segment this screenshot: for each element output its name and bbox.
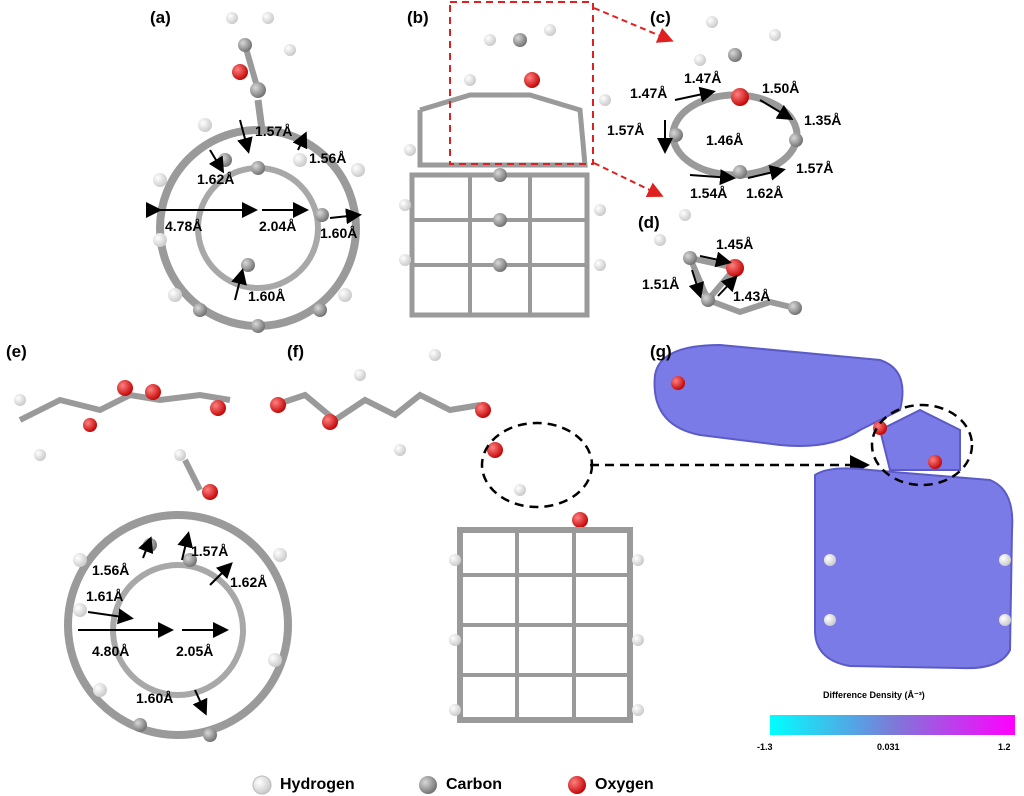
legend-hydrogen-label: Hydrogen <box>280 776 355 793</box>
legend-carbon-label: Carbon <box>446 776 502 793</box>
panel-a-structure <box>146 12 365 333</box>
oxygen-atom <box>202 484 218 500</box>
oxygen-atom <box>572 512 588 528</box>
bond-length-label: 1.47Å <box>684 70 722 86</box>
panel-label-d: (d) <box>638 213 660 232</box>
carbon-legend-icon <box>419 776 437 794</box>
colorbar-title: Difference Density (Å⁻³) <box>823 690 925 700</box>
bond-length-label: 1.57Å <box>607 122 645 138</box>
bond-length-label: 1.62Å <box>746 185 784 201</box>
distance-label: 2.05Å <box>176 643 214 659</box>
bond-length-label: 1.56Å <box>309 150 347 166</box>
bond-length-label: 1.61Å <box>86 588 124 604</box>
panel-c-structure <box>657 16 803 186</box>
distance-label: 4.78Å <box>165 218 203 234</box>
bond-length-label: 1.45Å <box>716 236 754 252</box>
bond-length-label: 1.35Å <box>804 112 842 128</box>
bond-length-label: 1.60Å <box>136 690 174 706</box>
bond-length-label: 1.57Å <box>255 123 293 139</box>
hydrogen-legend-icon <box>252 775 272 795</box>
bond-length-label: 1.60Å <box>248 288 286 304</box>
bond-length-label: 1.60Å <box>320 225 358 241</box>
bond-length-label: 1.43Å <box>733 288 771 304</box>
panel-g-structure <box>653 343 1014 670</box>
oxygen-atom <box>928 455 942 469</box>
bond-length-label: 1.56Å <box>92 562 130 578</box>
panel-d-structure <box>654 209 802 316</box>
bond-length-label: 1.46Å <box>706 132 744 148</box>
bond-length-label: 1.62Å <box>197 171 235 187</box>
colorbar-max-label: 1.2 <box>998 742 1011 752</box>
bond-length-label: 1.47Å <box>630 85 668 101</box>
distance-label: 4.80Å <box>92 643 130 659</box>
panel-label-b: (b) <box>407 8 429 27</box>
bond-length-label: 1.54Å <box>690 185 728 201</box>
panel-e-structure <box>14 380 292 742</box>
oxygen-atom <box>731 88 749 106</box>
bond-length-label: 1.57Å <box>191 543 229 559</box>
panel-label-c: (c) <box>650 8 671 27</box>
oxygen-atom <box>524 72 540 88</box>
panel-f-structure <box>270 349 870 723</box>
panel-label-a: (a) <box>150 8 171 27</box>
bond-length-label: 1.51Å <box>642 276 680 292</box>
oxygen-atom <box>232 64 248 80</box>
bond-length-label: 1.62Å <box>230 574 268 590</box>
distance-label: 2.04Å <box>259 218 297 234</box>
legend-oxygen-label: Oxygen <box>595 776 654 793</box>
panel-b-structure <box>399 1 674 318</box>
bond-length-label: 1.57Å <box>796 160 834 176</box>
difference-density-colorbar <box>770 715 1015 735</box>
colorbar-mid-label: 0.031 <box>877 742 900 752</box>
panel-label-f: (f) <box>287 342 304 361</box>
bond-length-label: 1.50Å <box>762 80 800 96</box>
colorbar-min-label: -1.3 <box>757 742 773 752</box>
panel-label-e: (e) <box>6 342 27 361</box>
oxygen-atom <box>726 259 744 277</box>
panel-label-g: (g) <box>650 342 672 361</box>
oxygen-legend-icon <box>568 776 586 794</box>
